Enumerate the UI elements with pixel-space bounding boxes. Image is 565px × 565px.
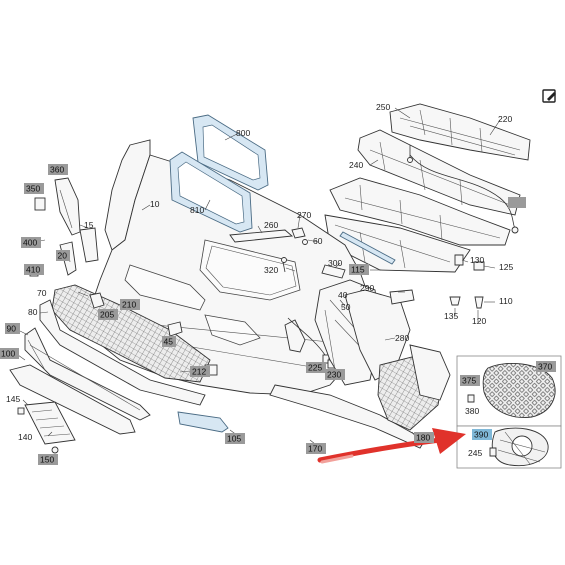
tag-150: 150 xyxy=(38,454,58,465)
svg-text:280: 280 xyxy=(395,333,409,343)
tag-200 xyxy=(508,197,526,208)
svg-text:390: 390 xyxy=(474,430,488,440)
svg-text:105: 105 xyxy=(227,434,241,444)
svg-text:45: 45 xyxy=(164,337,174,347)
svg-text:60: 60 xyxy=(313,236,323,246)
svg-text:10: 10 xyxy=(150,199,160,209)
svg-text:125: 125 xyxy=(499,262,513,272)
tag-105: 105 xyxy=(225,433,245,444)
svg-text:135: 135 xyxy=(444,311,458,321)
lower-grille-mesh xyxy=(9,284,211,435)
svg-text:250: 250 xyxy=(376,102,390,112)
svg-text:300: 300 xyxy=(328,258,342,268)
svg-text:115: 115 xyxy=(351,265,365,275)
svg-text:50: 50 xyxy=(341,302,351,312)
tag-212: 212 xyxy=(190,366,210,377)
svg-text:225: 225 xyxy=(308,363,322,373)
svg-text:145: 145 xyxy=(6,394,20,404)
tag-45: 45 xyxy=(162,336,176,347)
svg-text:15: 15 xyxy=(84,220,94,230)
tag-400: 400 xyxy=(21,237,41,248)
tag-210: 210 xyxy=(120,299,140,310)
svg-text:375: 375 xyxy=(462,376,476,386)
svg-text:245: 245 xyxy=(468,448,482,458)
svg-text:290: 290 xyxy=(360,283,374,293)
svg-text:220: 220 xyxy=(498,114,512,124)
svg-text:260: 260 xyxy=(264,220,278,230)
svg-text:70: 70 xyxy=(37,288,47,298)
right-fog-frame xyxy=(377,344,451,431)
svg-text:350: 350 xyxy=(26,184,40,194)
svg-text:320: 320 xyxy=(264,265,278,275)
svg-text:80: 80 xyxy=(28,307,38,317)
svg-text:210: 210 xyxy=(122,300,136,310)
tag-180: 180 xyxy=(414,432,434,443)
lower-spoiler xyxy=(269,384,426,449)
svg-text:100: 100 xyxy=(1,349,15,359)
svg-text:230: 230 xyxy=(327,370,341,380)
svg-text:360: 360 xyxy=(50,165,64,175)
svg-text:240: 240 xyxy=(349,160,363,170)
svg-text:170: 170 xyxy=(308,444,322,454)
tag-350: 350 xyxy=(24,183,44,194)
tag-360: 360 xyxy=(48,164,68,175)
svg-text:400: 400 xyxy=(23,238,37,248)
svg-text:410: 410 xyxy=(26,265,40,275)
tag-375: 375 xyxy=(460,375,480,386)
svg-text:130: 130 xyxy=(470,255,484,265)
svg-text:120: 120 xyxy=(472,316,486,326)
svg-text:180: 180 xyxy=(416,433,430,443)
tag-225: 225 xyxy=(306,362,326,373)
edit-icon[interactable] xyxy=(542,89,556,103)
svg-text:380: 380 xyxy=(465,406,479,416)
svg-text:800: 800 xyxy=(236,128,250,138)
tag-170: 170 xyxy=(306,443,326,454)
svg-text:270: 270 xyxy=(297,210,311,220)
small-parts xyxy=(167,227,346,433)
svg-text:90: 90 xyxy=(7,324,17,334)
svg-text:20: 20 xyxy=(58,251,68,261)
tag-370: 370 xyxy=(536,361,556,372)
svg-text:40: 40 xyxy=(338,290,348,300)
tag-20: 20 xyxy=(56,250,70,261)
svg-text:212: 212 xyxy=(192,367,206,377)
grille-frame-810 xyxy=(169,151,253,233)
right-side-bracket xyxy=(314,279,415,386)
bumper-beam-assembly xyxy=(324,103,531,309)
part-labels: 360 350 400 410 20 90 100 150 205 210 45… xyxy=(0,102,556,465)
svg-text:370: 370 xyxy=(538,362,552,372)
tag-115: 115 xyxy=(349,264,369,275)
tag-100: 100 xyxy=(0,348,19,359)
tag-390: 390 xyxy=(472,429,492,440)
tag-90: 90 xyxy=(5,323,20,334)
svg-text:205: 205 xyxy=(100,310,114,320)
svg-text:810: 810 xyxy=(190,205,204,215)
svg-text:110: 110 xyxy=(499,296,513,306)
tag-230: 230 xyxy=(325,369,345,380)
svg-text:150: 150 xyxy=(40,455,54,465)
svg-text:140: 140 xyxy=(18,432,32,442)
tag-410: 410 xyxy=(24,264,44,275)
tag-205: 205 xyxy=(98,309,118,320)
left-brackets xyxy=(17,177,105,454)
